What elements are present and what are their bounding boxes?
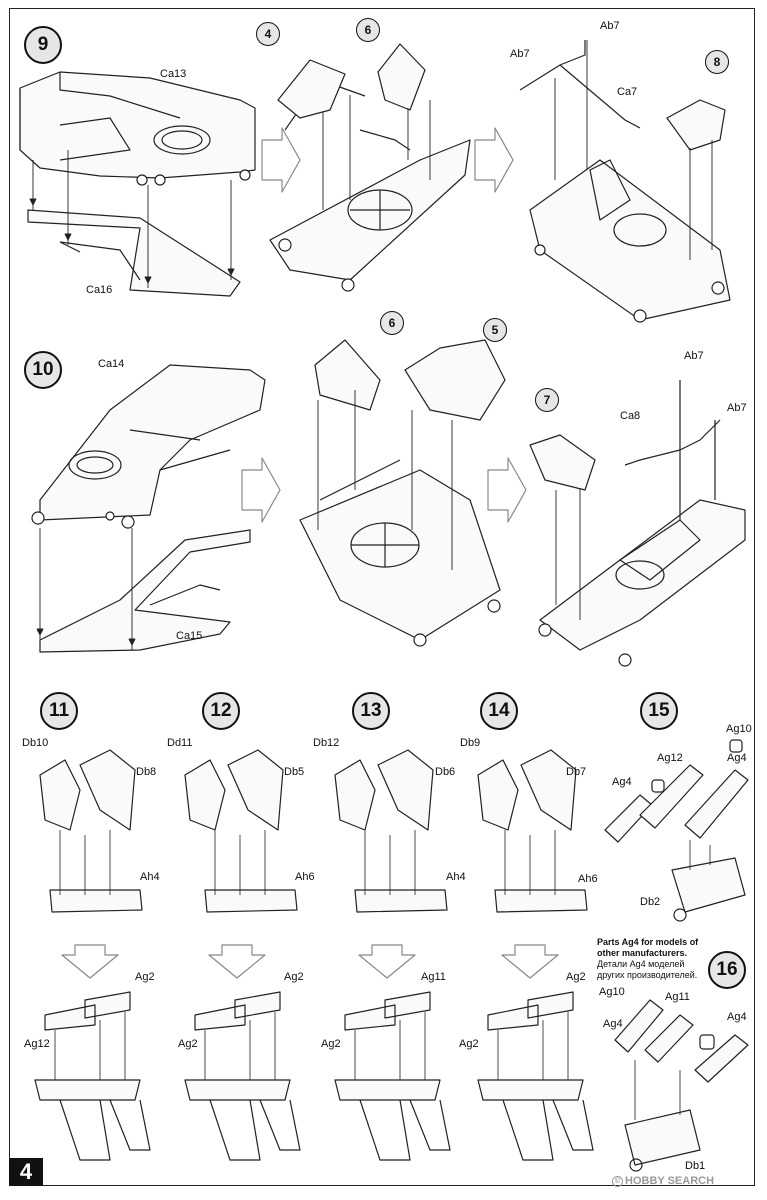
parts-note-en: Parts Ag4 for models of other manufactur… [597,937,699,958]
step-12-badge: 12 [202,692,240,730]
page-frame [9,8,755,1186]
step10-chassis-part [31,364,266,529]
label-ag2-12b: Ag2 [178,1038,198,1050]
label-ag10-15: Ag10 [726,723,752,735]
watermark: ©HOBBY SEARCH [612,1175,714,1187]
label-ah4-a: Ah4 [140,871,160,883]
steps11-14-bottom-assemblies [34,991,594,1161]
label-ah6-b: Ah6 [578,873,598,885]
label-ag10-16: Ag10 [599,986,625,998]
label-ag4-15b: Ag4 [612,776,632,788]
label-db12: Db12 [313,737,340,749]
label-ab7-3: Ab7 [684,350,704,362]
label-db6: Db6 [435,766,456,778]
step-16-badge: 16 [708,951,746,989]
substep-7-badge: 7 [535,388,559,412]
substep-4-badge: 4 [256,22,280,46]
parts-note-ru: Детали Ag4 моделей других производителей… [597,959,698,980]
label-db2: Db2 [640,896,661,908]
label-ah6-a: Ah6 [295,871,315,883]
label-db1: Db1 [685,1160,706,1172]
label-ab7-2: Ab7 [510,48,530,60]
steps11-14-subassemblies [39,749,588,913]
label-ab7-4: Ab7 [727,402,747,414]
label-db7: Db7 [566,766,587,778]
copyright-icon: © [612,1175,623,1187]
parts-note: Parts Ag4 for models of other manufactur… [597,937,707,981]
label-ag2-11: Ag2 [135,971,155,983]
page-number: 4 [9,1158,43,1186]
label-ag12-11: Ag12 [24,1038,50,1050]
label-ca16: Ca16 [86,284,113,296]
step9-floor-plate [27,209,241,297]
watermark-text: HOBBY SEARCH [625,1175,715,1187]
step9-mid-assembly [269,43,471,292]
label-ag2-14b: Ag2 [459,1038,479,1050]
step10-right-assembly [529,380,746,667]
step-11-badge: 11 [40,692,78,730]
substep-6b-badge: 6 [380,311,404,335]
label-ag2-13: Ag2 [321,1038,341,1050]
substep-6-badge: 6 [356,18,380,42]
step9-chassis-part [19,71,256,186]
label-ah4-b: Ah4 [446,871,466,883]
label-ca13: Ca13 [160,68,187,80]
step-13-badge: 13 [352,692,390,730]
label-ag4-16a: Ag4 [603,1018,623,1030]
step16-assembly [614,999,749,1172]
label-ag2-12a: Ag2 [284,971,304,983]
substep-5-badge: 5 [483,318,507,342]
step-14-badge: 14 [480,692,518,730]
label-ag2-14a: Ag2 [566,971,586,983]
label-db8: Db8 [136,766,157,778]
step9-right-assembly [519,40,731,323]
label-ag12-15: Ag12 [657,752,683,764]
label-ca14: Ca14 [98,358,125,370]
label-ca15: Ca15 [176,630,203,642]
step10-mid-assembly [299,339,506,647]
label-ag11-13: Ag11 [421,971,446,983]
label-ag4-15a: Ag4 [727,752,747,764]
label-ag11-16: Ag11 [665,991,690,1003]
substep-8-badge: 8 [705,50,729,74]
down-arrows [61,944,559,979]
step-10-badge: 10 [24,351,62,389]
label-ab7-1: Ab7 [600,20,620,32]
label-ag4-16b: Ag4 [727,1011,747,1023]
label-ca8: Ca8 [620,410,641,422]
step15-assembly [604,739,749,922]
label-db10: Db10 [22,737,49,749]
label-ca7: Ca7 [617,86,638,98]
step10-floor-plate [39,529,251,653]
label-dd11: Dd11 [167,737,193,749]
label-db9: Db9 [460,737,481,749]
step-9-badge: 9 [24,26,62,64]
label-db5: Db5 [284,766,305,778]
step-15-badge: 15 [640,692,678,730]
